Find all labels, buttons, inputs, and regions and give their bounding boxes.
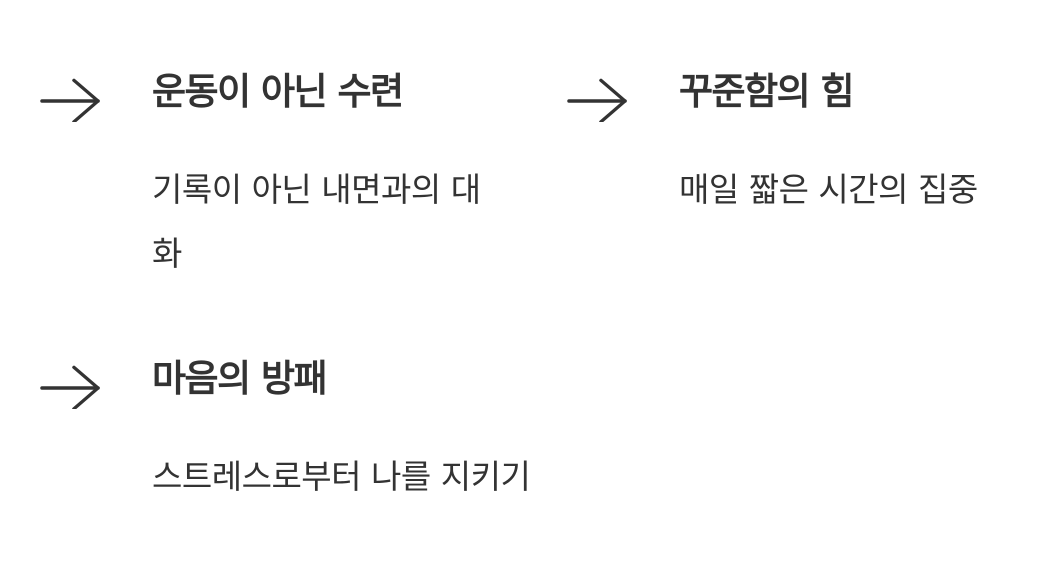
feature-description: 기록이 아닌 내면과의 대화 (152, 170, 481, 273)
feature-title: 마음의 방패 (152, 357, 328, 400)
arrow-right-icon (567, 70, 629, 122)
arrow-right-icon (40, 70, 102, 122)
feature-title: 꾸준함의 힘 (679, 70, 855, 113)
feature-description: 매일 짧은 시간의 집중 (679, 170, 978, 209)
feature-title: 운동이 아닌 수련 (152, 70, 404, 113)
feature-description: 스트레스로부터 나를 지키기 (152, 457, 531, 496)
arrow-right-icon (40, 357, 102, 409)
